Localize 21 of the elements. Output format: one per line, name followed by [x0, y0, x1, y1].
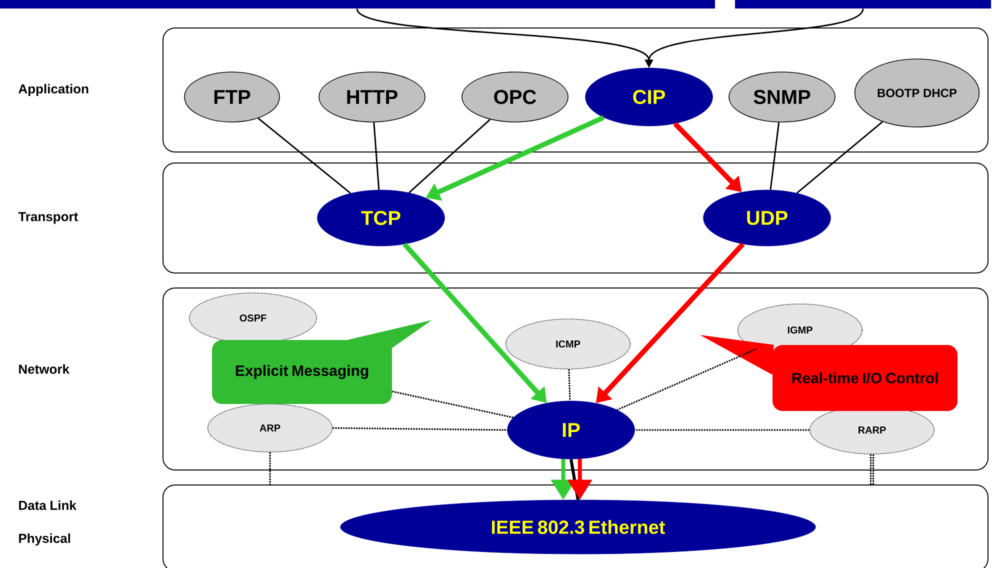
dotted-line	[568, 369, 571, 401]
connector-line	[796, 121, 884, 194]
banner-bar	[735, 0, 991, 8]
connector-line	[770, 122, 780, 190]
dotted-line	[616, 348, 757, 411]
connector-line	[373, 122, 380, 190]
banner-bar	[0, 0, 715, 8]
dotted-line	[332, 427, 508, 431]
layer-label: Network	[19, 364, 70, 374]
connector-line	[408, 118, 491, 194]
callout-box: Explicit Messaging	[212, 320, 432, 404]
connector-line	[570, 458, 580, 500]
callout-box: Real-time I/O Control	[700, 335, 958, 411]
dotted-line	[392, 390, 514, 418]
layer-label: Transport	[18, 212, 78, 224]
dotted-line	[269, 452, 271, 484]
dotted-line	[634, 429, 810, 431]
connector-line	[258, 118, 351, 194]
layer-label: Data Link Physical	[19, 500, 76, 546]
dotted-line	[870, 454, 874, 485]
layer-label: Application	[18, 84, 88, 96]
